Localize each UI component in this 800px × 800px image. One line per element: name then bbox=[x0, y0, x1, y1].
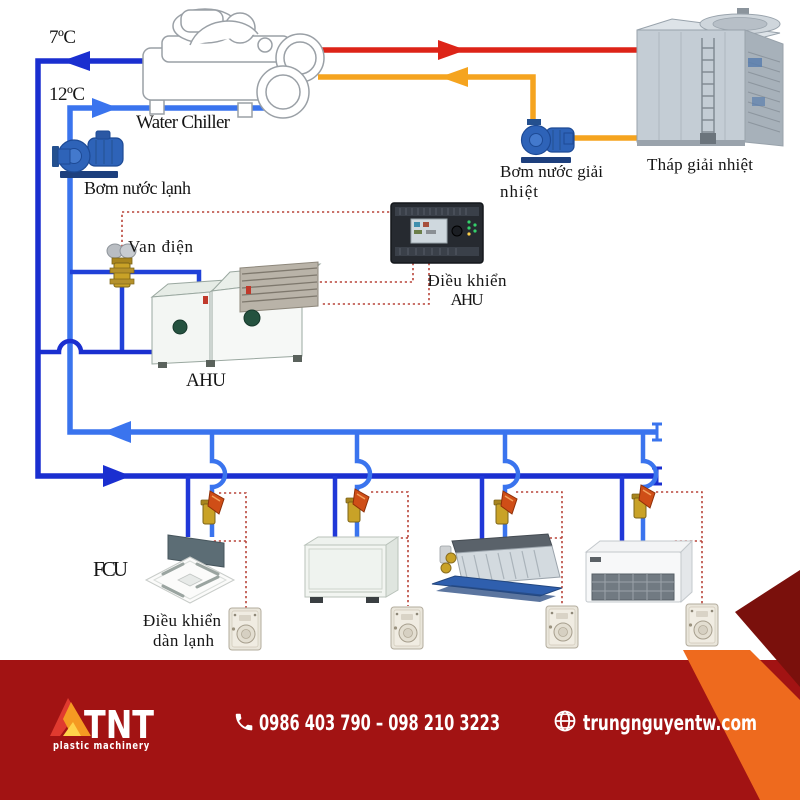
tower-ladder bbox=[701, 38, 715, 138]
fcu1-valve bbox=[200, 490, 225, 525]
water-chiller-label: Water Chiller bbox=[136, 112, 231, 133]
chilled-water-pump-illustration bbox=[52, 130, 124, 178]
supply-main-arrow-right bbox=[103, 465, 131, 487]
fcu4-valve bbox=[631, 484, 656, 519]
globe-icon bbox=[554, 710, 576, 732]
fcu-cassette-illustration bbox=[144, 534, 236, 604]
phone-icon bbox=[235, 713, 253, 731]
logo-text: TNT bbox=[84, 703, 154, 747]
cooling-tower-illustration bbox=[636, 8, 784, 147]
fcu1-control-wire bbox=[212, 492, 247, 608]
footer-band bbox=[0, 660, 800, 800]
fcu-ducted-illustration bbox=[431, 533, 563, 602]
fcu-ceiling-illustration bbox=[584, 539, 694, 604]
controller-to-ahu-wire-1 bbox=[316, 263, 414, 283]
cooling-tower-label: Tháp giải nhiệt bbox=[647, 155, 753, 174]
thermostat-3 bbox=[545, 605, 579, 649]
fcu-floor-illustration bbox=[303, 536, 400, 603]
logo-subtext: plastic machinery bbox=[53, 739, 150, 752]
supply-flow-arrow-left bbox=[62, 51, 90, 71]
condenser-water-pump-illustration bbox=[520, 119, 575, 163]
ahu-controller-label-line2: AHU bbox=[451, 290, 484, 309]
website-url: trungnguyentw.com bbox=[583, 711, 757, 735]
controller-to-valve-wire bbox=[121, 211, 391, 247]
fcu4-control-wire bbox=[656, 491, 703, 604]
ahu-motorized-valve bbox=[106, 243, 137, 288]
return-main-endcap bbox=[652, 422, 662, 442]
ahu-return-run bbox=[38, 338, 199, 355]
phone-number: 0986 403 790 – 098 210 3223 bbox=[259, 711, 500, 735]
return-flow-arrow-right bbox=[92, 98, 118, 118]
fcu-controller-label-line1: Điều khiển bbox=[143, 611, 222, 630]
ahu-illustration bbox=[150, 261, 322, 368]
footer: TNT plastic machinery 0986 403 790 – 098… bbox=[0, 570, 800, 800]
fcu-controller-label-line2: dàn lạnh bbox=[153, 631, 215, 650]
condenser-pump-label-line2: nhiệt bbox=[500, 182, 538, 201]
thermostat-2 bbox=[390, 606, 424, 650]
corner-maroon-shape bbox=[735, 570, 800, 687]
valve-label: Van điện bbox=[128, 237, 194, 256]
fcu2-valve bbox=[345, 488, 370, 523]
fcu-label: FCU bbox=[93, 557, 128, 581]
ahu-controller-illustration bbox=[390, 202, 484, 264]
chilled-supply-pipe bbox=[35, 58, 657, 479]
fcu-return-risers bbox=[209, 432, 659, 543]
thermostat-4 bbox=[685, 603, 719, 647]
ahu-controller-label-line1: Điều khiển bbox=[428, 271, 508, 290]
thermostat-1 bbox=[228, 607, 262, 651]
fcu-supply-drops bbox=[185, 476, 625, 544]
chilled-pump-label: Bơm nước lạnh bbox=[84, 178, 191, 198]
fcu3-valve bbox=[493, 490, 518, 525]
warm-flow-arrow-left bbox=[440, 67, 468, 87]
tnt-logo: TNT plastic machinery bbox=[50, 698, 154, 752]
logo-triangle-yellow bbox=[63, 722, 81, 736]
water-chiller-illustration bbox=[142, 8, 325, 119]
ahu-label: AHU bbox=[186, 370, 226, 391]
controller-to-ahu-wire-2 bbox=[322, 263, 430, 305]
return-temp-label: 12ºC bbox=[49, 84, 85, 105]
condenser-pump-label-line1: Bơm nước giải bbox=[500, 162, 603, 181]
supply-temp-label: 7ºC bbox=[49, 27, 76, 48]
hot-flow-arrow-right bbox=[438, 40, 466, 60]
corner-orange-shape bbox=[683, 650, 800, 800]
return-main-arrow-left bbox=[103, 421, 131, 443]
